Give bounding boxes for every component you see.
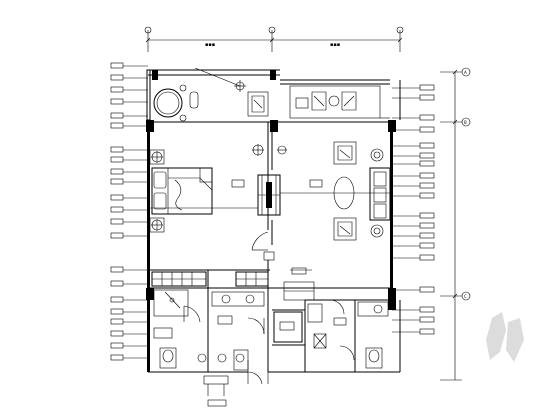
entry-door	[251, 231, 275, 261]
ceiling-light-living	[277, 145, 287, 155]
left-callout	[110, 74, 148, 81]
top-dimension-line: ▪▪▪ ▪▪▪	[144, 26, 404, 52]
left-annotation-tags	[110, 62, 148, 361]
bedroom-room-tag	[231, 179, 245, 188]
svg-text:C: C	[464, 294, 467, 299]
left-callout	[110, 206, 148, 213]
round-table	[153, 84, 199, 122]
right-callout	[392, 316, 435, 323]
coffee-table	[333, 176, 355, 210]
corner-armchair	[247, 91, 269, 117]
nightstand-lamp-bottom	[149, 217, 165, 233]
section-line	[150, 192, 390, 209]
grid-bubble-b: B	[461, 117, 471, 127]
left-callout	[110, 98, 148, 105]
right-callout	[392, 182, 435, 189]
right-callout	[392, 306, 435, 313]
left-callout	[110, 156, 148, 163]
watermark-logo	[486, 312, 524, 362]
left-callout	[110, 280, 148, 287]
nightstand-lamp-top	[149, 149, 165, 165]
bed	[151, 167, 213, 215]
left-callout	[110, 62, 148, 69]
right-callout	[392, 192, 435, 199]
right-callout	[392, 212, 435, 219]
side-lamp-bottom	[370, 224, 384, 238]
right-callout	[392, 142, 435, 149]
left-callout	[110, 232, 148, 239]
tv-partition	[257, 174, 281, 216]
right-callout	[392, 232, 435, 239]
left-callout	[110, 218, 148, 225]
bathroom-center	[197, 291, 265, 371]
right-callout	[392, 84, 435, 91]
grid-bubble-c: C	[461, 291, 471, 301]
right-callout	[392, 254, 435, 261]
grid-bubble-a: A	[461, 67, 471, 77]
right-dimension-line	[440, 69, 462, 381]
side-lamp-top	[370, 148, 384, 162]
left-callout	[110, 194, 148, 201]
left-callout	[110, 354, 148, 361]
bathroom-right	[333, 301, 389, 369]
armchair-top	[333, 141, 357, 165]
left-callout	[110, 122, 148, 129]
right-callout	[392, 328, 435, 335]
minibar-counter	[283, 267, 315, 301]
sofa	[369, 167, 391, 221]
right-callout	[392, 94, 435, 101]
left-callout	[110, 146, 148, 153]
svg-text:B: B	[464, 120, 467, 125]
bathroom-left	[153, 289, 201, 369]
left-callout	[110, 308, 148, 315]
left-callout	[110, 266, 148, 273]
right-callout	[392, 172, 435, 179]
right-callout	[392, 126, 435, 133]
left-callout	[110, 168, 148, 175]
armchair-bottom	[333, 217, 357, 241]
service-shaft	[273, 299, 345, 349]
left-callout	[110, 342, 148, 349]
left-callout	[110, 318, 148, 325]
right-callout	[392, 286, 435, 293]
right-callout	[392, 114, 435, 121]
left-callout	[110, 86, 148, 93]
outer-walls	[146, 69, 401, 373]
svg-text:▪▪▪: ▪▪▪	[330, 42, 340, 48]
svg-text:▪▪▪: ▪▪▪	[205, 42, 215, 48]
diagonal-swing-line	[194, 67, 241, 87]
living-room-tag	[309, 179, 323, 188]
right-annotation-tags	[392, 84, 435, 335]
right-callout	[392, 160, 435, 167]
left-callout	[110, 178, 148, 185]
right-callout	[392, 242, 435, 249]
left-callout	[110, 330, 148, 337]
svg-text:A: A	[464, 70, 467, 75]
left-callout	[110, 112, 148, 119]
wardrobe-closet	[151, 271, 269, 287]
bottom-entrance	[203, 360, 269, 407]
internal-walls	[150, 121, 390, 372]
right-callout	[392, 222, 435, 229]
balcony-lounge	[289, 85, 390, 119]
right-callout	[392, 152, 435, 159]
ceiling-light-bedroom	[252, 144, 264, 156]
left-callout	[110, 296, 148, 303]
